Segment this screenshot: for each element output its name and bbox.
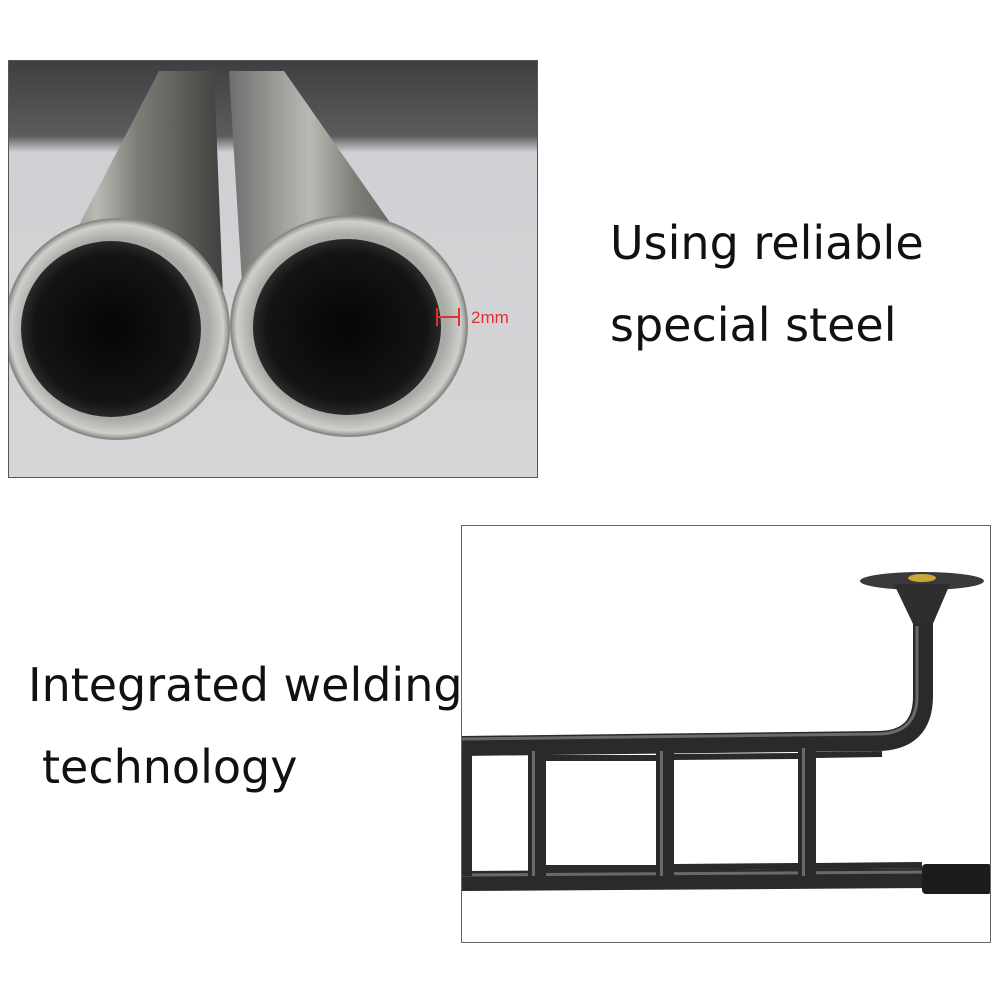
left-tube-hole bbox=[21, 241, 201, 417]
rung bbox=[656, 751, 674, 876]
rung bbox=[798, 748, 816, 876]
top-rail bbox=[462, 624, 933, 756]
foam-grip bbox=[922, 864, 990, 894]
caption-line: technology bbox=[42, 739, 298, 794]
steel-tubes-photo: 2mm bbox=[8, 60, 538, 478]
pullup-bar-illustration bbox=[462, 572, 990, 894]
right-tube-hole bbox=[253, 239, 441, 415]
welded-bar-photo bbox=[461, 525, 991, 943]
dimension-label: 2mm bbox=[471, 308, 509, 327]
caption-line: special steel bbox=[610, 297, 897, 352]
caption-welding: Integrated welding technology bbox=[28, 645, 463, 809]
caption-line: Using reliable bbox=[610, 216, 924, 270]
steel-tubes-illustration: 2mm bbox=[9, 61, 537, 477]
mount-cone bbox=[894, 584, 950, 626]
caption-special-steel: Using reliable special steel bbox=[610, 203, 924, 367]
rung bbox=[528, 751, 546, 876]
bottom-rail bbox=[462, 868, 933, 891]
caption-line: Integrated welding bbox=[28, 658, 463, 712]
dimension-marker bbox=[436, 308, 460, 326]
